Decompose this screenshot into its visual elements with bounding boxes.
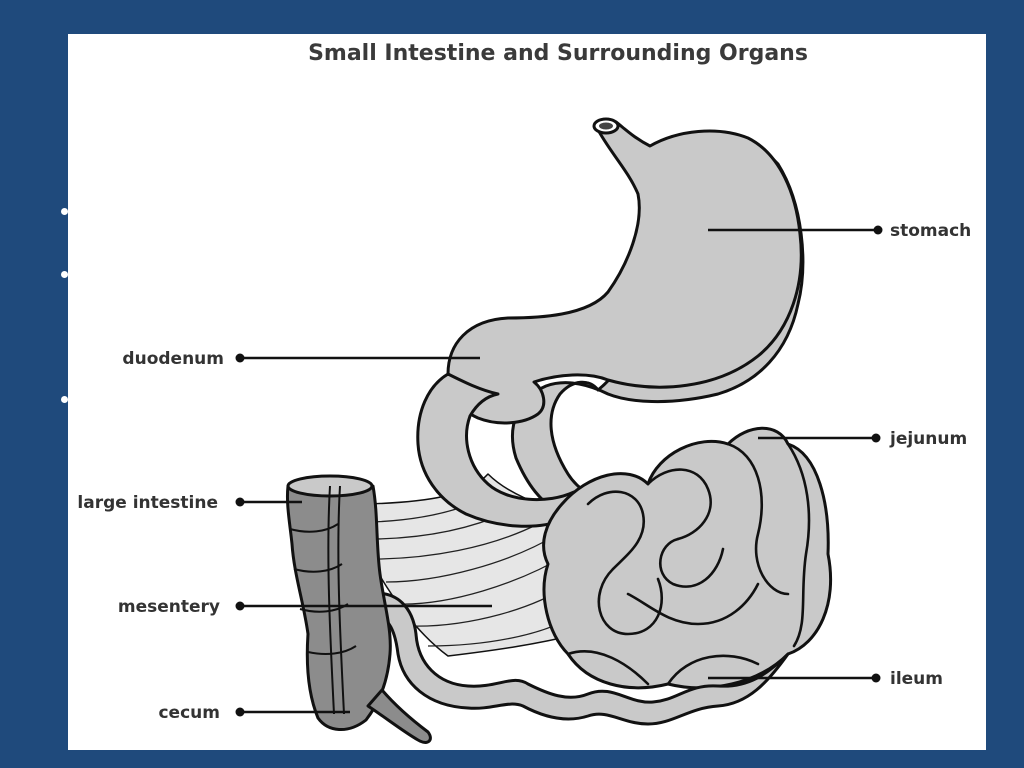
label-jejunum: jejunum bbox=[758, 429, 967, 449]
label-cecum-text: cecum bbox=[158, 703, 220, 723]
jejunum-coils bbox=[542, 426, 833, 690]
label-large-intestine-text: large intestine bbox=[77, 493, 218, 513]
label-cecum: cecum bbox=[158, 703, 350, 723]
appendix-shape bbox=[366, 688, 432, 744]
slide-bullet-2 bbox=[61, 271, 68, 278]
label-ileum-text: ileum bbox=[890, 669, 943, 689]
label-mesentery: mesentery bbox=[118, 597, 492, 617]
esophagus-lumen bbox=[599, 122, 613, 130]
anatomy-diagram: Small Intestine and Surrounding Organs bbox=[77, 41, 971, 744]
label-mesentery-text: mesentery bbox=[118, 597, 220, 617]
label-stomach-text: stomach bbox=[890, 221, 971, 241]
large-intestine-haustra bbox=[289, 485, 357, 715]
label-large-intestine: large intestine bbox=[77, 493, 302, 513]
stomach-body bbox=[446, 120, 803, 425]
label-duodenum-text: duodenum bbox=[122, 349, 224, 369]
ileum-shape bbox=[366, 591, 790, 726]
label-ileum: ileum bbox=[708, 669, 943, 689]
diagram-title: Small Intestine and Surrounding Organs bbox=[308, 41, 808, 66]
jejunum-fold-lines bbox=[566, 442, 811, 686]
slide-bullet-3 bbox=[61, 396, 68, 403]
diagram-panel: Small Intestine and Surrounding Organs bbox=[68, 34, 986, 750]
label-jejunum-text: jejunum bbox=[889, 429, 967, 449]
label-duodenum: duodenum bbox=[122, 349, 480, 369]
label-stomach: stomach bbox=[708, 221, 971, 241]
slide-bullet-1 bbox=[61, 208, 68, 215]
